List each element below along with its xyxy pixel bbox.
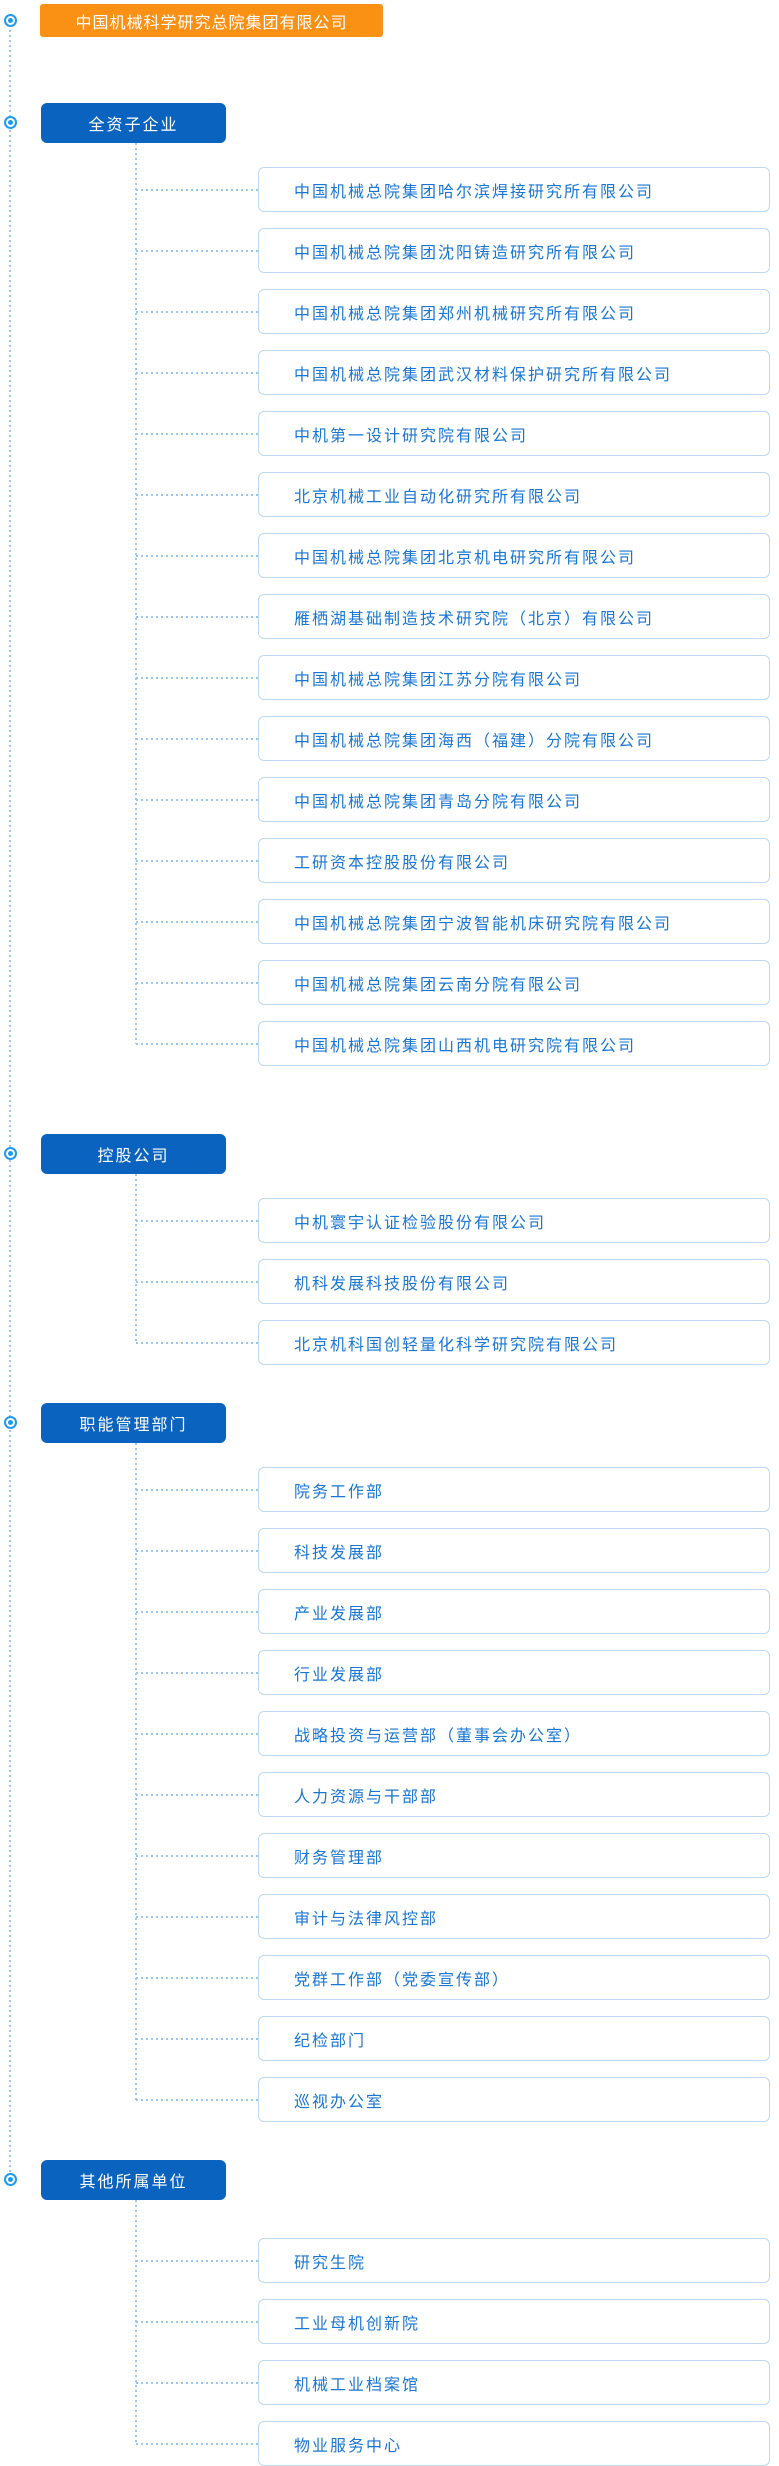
org-item[interactable]: 中国机械总院集团沈阳铸造研究所有限公司 xyxy=(136,228,770,273)
bullseye-icon xyxy=(4,116,17,129)
bullseye-icon xyxy=(4,1147,17,1160)
org-item[interactable]: 中国机械总院集团郑州机械研究所有限公司 xyxy=(136,289,770,334)
org-item[interactable]: 审计与法律风控部 xyxy=(136,1894,770,1939)
org-item-label: 中国机械总院集团郑州机械研究所有限公司 xyxy=(294,305,637,323)
org-item-label: 中国机械总院集团哈尔滨焊接研究所有限公司 xyxy=(294,183,655,201)
org-item[interactable]: 机械工业档案馆 xyxy=(136,2360,770,2405)
org-item-label: 院务工作部 xyxy=(294,1483,385,1501)
section-items: 中国机械总院集团哈尔滨焊接研究所有限公司 中国机械总院集团沈阳铸造研究所有限公司… xyxy=(0,143,779,1066)
section-functional-departments: 职能管理部门 院务工作部 科技发展部 产业发展部 行业发展部 战略投资与运营部（… xyxy=(0,1403,779,2122)
org-item-label: 机械工业档案馆 xyxy=(294,2376,421,2394)
org-item[interactable]: 北京机械工业自动化研究所有限公司 xyxy=(136,472,770,517)
org-item[interactable]: 工研资本控股股份有限公司 xyxy=(136,838,770,883)
org-item[interactable]: 产业发展部 xyxy=(136,1589,770,1634)
bullseye-icon xyxy=(4,1416,17,1429)
section-header-wholly-owned[interactable]: 全资子企业 xyxy=(4,103,226,143)
org-item-label: 科技发展部 xyxy=(294,1544,385,1562)
org-item-label: 北京机科国创轻量化科学研究院有限公司 xyxy=(294,1336,619,1354)
main-connector-line xyxy=(9,30,11,2175)
org-item-label: 工业母机创新院 xyxy=(294,2315,421,2333)
org-item[interactable]: 党群工作部（党委宣传部） xyxy=(136,1955,770,2000)
root-company-label: 中国机械科学研究总院集团有限公司 xyxy=(75,14,348,32)
org-item-label: 中国机械总院集团青岛分院有限公司 xyxy=(294,793,583,811)
org-item-label: 战略投资与运营部（董事会办公室） xyxy=(294,1727,583,1745)
org-item[interactable]: 财务管理部 xyxy=(136,1833,770,1878)
org-item-label: 财务管理部 xyxy=(294,1849,385,1867)
org-item[interactable]: 中机寰宇认证检验股份有限公司 xyxy=(136,1198,770,1243)
org-item-label: 中国机械总院集团江苏分院有限公司 xyxy=(294,671,583,689)
org-item-label: 物业服务中心 xyxy=(294,2437,403,2455)
org-item-label: 中机寰宇认证检验股份有限公司 xyxy=(294,1214,547,1232)
org-item-label: 行业发展部 xyxy=(294,1666,385,1684)
section-wholly-owned: 全资子企业 中国机械总院集团哈尔滨焊接研究所有限公司 中国机械总院集团沈阳铸造研… xyxy=(0,103,779,1066)
org-item[interactable]: 中国机械总院集团海西（福建）分院有限公司 xyxy=(136,716,770,761)
section-header-functional-departments[interactable]: 职能管理部门 xyxy=(4,1403,226,1443)
org-item[interactable]: 中国机械总院集团山西机电研究院有限公司 xyxy=(136,1021,770,1066)
org-item-label: 中国机械总院集团宁波智能机床研究院有限公司 xyxy=(294,915,673,933)
org-item-label: 中国机械总院集团海西（福建）分院有限公司 xyxy=(294,732,655,750)
org-item-label: 中机第一设计研究院有限公司 xyxy=(294,427,529,445)
section-label: 全资子企业 xyxy=(88,117,179,134)
section-label: 职能管理部门 xyxy=(79,1417,188,1434)
root-company-node[interactable]: 中国机械科学研究总院集团有限公司 xyxy=(40,4,383,37)
section-holding-companies: 控股公司 中机寰宇认证检验股份有限公司 机科发展科技股份有限公司 北京机科国创轻… xyxy=(0,1134,779,1365)
org-item[interactable]: 中国机械总院集团宁波智能机床研究院有限公司 xyxy=(136,899,770,944)
org-item[interactable]: 物业服务中心 xyxy=(136,2421,770,2466)
org-item-label: 北京机械工业自动化研究所有限公司 xyxy=(294,488,583,506)
org-item[interactable]: 机科发展科技股份有限公司 xyxy=(136,1259,770,1304)
section-items: 研究生院 工业母机创新院 机械工业档案馆 物业服务中心 xyxy=(0,2200,779,2466)
org-item[interactable]: 中国机械总院集团武汉材料保护研究所有限公司 xyxy=(136,350,770,395)
org-item[interactable]: 中国机械总院集团江苏分院有限公司 xyxy=(136,655,770,700)
org-item[interactable]: 纪检部门 xyxy=(136,2016,770,2061)
org-item-label: 中国机械总院集团山西机电研究院有限公司 xyxy=(294,1037,637,1055)
section-label: 控股公司 xyxy=(97,1148,170,1165)
section-header-holding-companies[interactable]: 控股公司 xyxy=(4,1134,226,1174)
bullseye-icon xyxy=(4,14,17,27)
section-header-other-units[interactable]: 其他所属单位 xyxy=(4,2160,226,2200)
org-item[interactable]: 战略投资与运营部（董事会办公室） xyxy=(136,1711,770,1756)
org-item-label: 中国机械总院集团武汉材料保护研究所有限公司 xyxy=(294,366,673,384)
org-item-label: 中国机械总院集团北京机电研究所有限公司 xyxy=(294,549,637,567)
org-item-label: 中国机械总院集团沈阳铸造研究所有限公司 xyxy=(294,244,637,262)
section-items: 中机寰宇认证检验股份有限公司 机科发展科技股份有限公司 北京机科国创轻量化科学研… xyxy=(0,1174,779,1365)
section-other-units: 其他所属单位 研究生院 工业母机创新院 机械工业档案馆 物业服务中心 xyxy=(0,2160,779,2466)
org-item-label: 工研资本控股股份有限公司 xyxy=(294,854,511,872)
org-item[interactable]: 中国机械总院集团北京机电研究所有限公司 xyxy=(136,533,770,578)
org-item[interactable]: 巡视办公室 xyxy=(136,2077,770,2122)
org-item[interactable]: 中国机械总院集团青岛分院有限公司 xyxy=(136,777,770,822)
root-node-row: 中国机械科学研究总院集团有限公司 xyxy=(0,4,779,37)
org-item[interactable]: 科技发展部 xyxy=(136,1528,770,1573)
org-item-label: 机科发展科技股份有限公司 xyxy=(294,1275,511,1293)
org-item[interactable]: 研究生院 xyxy=(136,2238,770,2283)
org-item-label: 纪检部门 xyxy=(294,2032,367,2050)
org-item-label: 党群工作部（党委宣传部） xyxy=(294,1971,511,1989)
bullseye-icon xyxy=(4,2173,17,2186)
org-item-label: 巡视办公室 xyxy=(294,2093,385,2111)
org-item[interactable]: 中机第一设计研究院有限公司 xyxy=(136,411,770,456)
org-item-label: 人力资源与干部部 xyxy=(294,1788,439,1806)
org-item[interactable]: 雁栖湖基础制造技术研究院（北京）有限公司 xyxy=(136,594,770,639)
org-item[interactable]: 人力资源与干部部 xyxy=(136,1772,770,1817)
org-item[interactable]: 北京机科国创轻量化科学研究院有限公司 xyxy=(136,1320,770,1365)
org-item-label: 产业发展部 xyxy=(294,1605,385,1623)
org-item[interactable]: 行业发展部 xyxy=(136,1650,770,1695)
org-item-label: 研究生院 xyxy=(294,2254,367,2272)
section-items: 院务工作部 科技发展部 产业发展部 行业发展部 战略投资与运营部（董事会办公室）… xyxy=(0,1443,779,2122)
org-item-label: 审计与法律风控部 xyxy=(294,1910,439,1928)
org-item-label: 中国机械总院集团云南分院有限公司 xyxy=(294,976,583,994)
section-label: 其他所属单位 xyxy=(79,2174,188,2191)
org-item[interactable]: 工业母机创新院 xyxy=(136,2299,770,2344)
org-item[interactable]: 中国机械总院集团哈尔滨焊接研究所有限公司 xyxy=(136,167,770,212)
org-item[interactable]: 院务工作部 xyxy=(136,1467,770,1512)
org-item[interactable]: 中国机械总院集团云南分院有限公司 xyxy=(136,960,770,1005)
org-item-label: 雁栖湖基础制造技术研究院（北京）有限公司 xyxy=(294,610,655,628)
